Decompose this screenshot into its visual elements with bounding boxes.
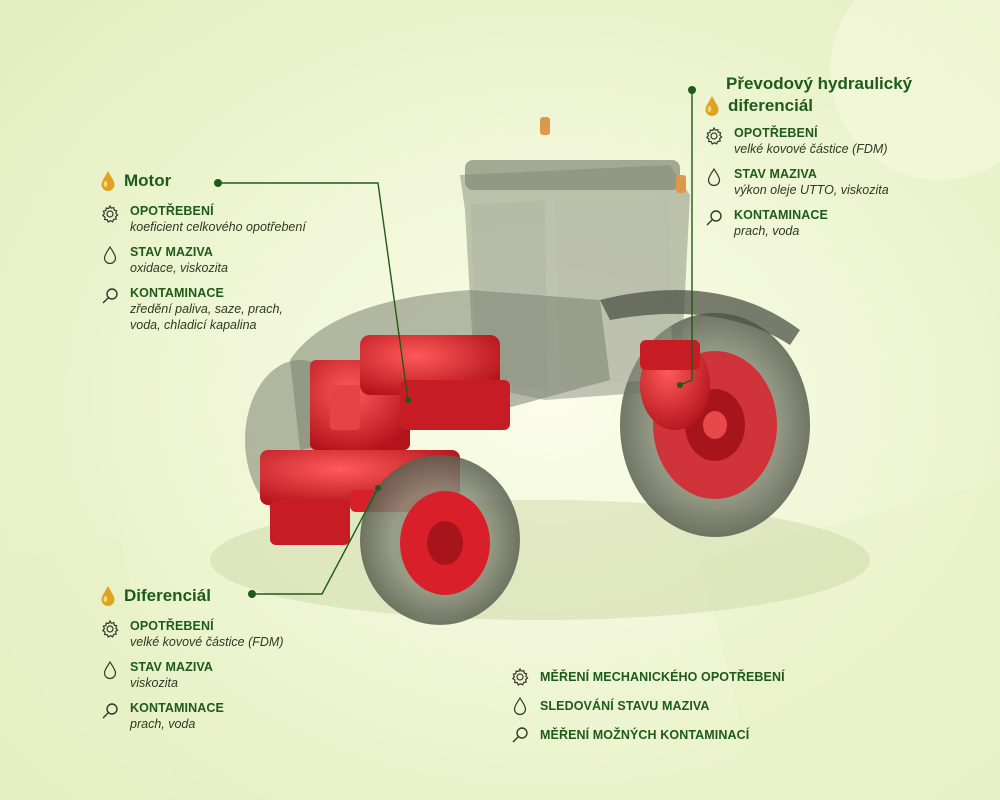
callout-item-contamination: KONTAMINACE zředění paliva, saze, prach,…: [100, 285, 310, 333]
engine-block: [310, 335, 510, 450]
leader-line-motor: [218, 182, 409, 401]
callout-item-wear: OPOTŘEBENÍ velké kovové částice (FDM): [704, 125, 954, 157]
callout-item-contamination: KONTAMINACE prach, voda: [704, 207, 954, 239]
leader-dot-motor: [214, 179, 222, 187]
legend-item-contamination: MĚŘENÍ MOŽNÝCH KONTAMINACÍ: [510, 724, 830, 745]
drop-icon: [510, 696, 530, 716]
drop-icon: [704, 167, 724, 187]
oil-drop-icon: [100, 585, 116, 607]
callout-title: Diferenciál: [124, 586, 211, 605]
magnifier-icon: [100, 701, 120, 721]
oil-drop-icon: [100, 170, 116, 192]
magnifier-icon: [510, 725, 530, 745]
oil-drop-icon: [704, 95, 720, 117]
leader-line-transmission: [679, 90, 693, 386]
leader-dot-differential: [248, 590, 256, 598]
drop-icon: [100, 660, 120, 680]
gear-icon: [510, 667, 530, 687]
callout-item-lubricant: STAV MAZIVA oxidace, viskozita: [100, 244, 310, 276]
rear-differential: [640, 340, 710, 430]
callout-item-contamination: KONTAMINACE prach, voda: [100, 700, 320, 732]
leader-lines: [218, 90, 693, 595]
legend-item-lubricant: SLEDOVÁNÍ STAVU MAZIVA: [510, 695, 830, 716]
magnifier-icon: [100, 286, 120, 306]
callout-transmission: Převodový hydraulický diferenciál OPOTŘE…: [704, 74, 954, 239]
callout-item-wear: OPOTŘEBENÍ koeficient celkového opotřebe…: [100, 203, 310, 235]
callout-differential: Diferenciál OPOTŘEBENÍ velké kovové část…: [100, 585, 320, 732]
callout-title: Motor: [124, 171, 172, 190]
gear-icon: [100, 619, 120, 639]
gear-icon: [704, 126, 724, 146]
callout-item-lubricant: STAV MAZIVA viskozita: [100, 659, 320, 691]
magnifier-icon: [704, 208, 724, 228]
front-wheel: [360, 455, 520, 625]
callout-item-wear: OPOTŘEBENÍ velké kovové částice (FDM): [100, 618, 320, 650]
leader-dot-transmission: [688, 86, 696, 94]
drop-icon: [100, 245, 120, 265]
legend-item-wear: MĚŘENÍ MECHANICKÉHO OPOTŘEBENÍ: [510, 666, 830, 687]
callout-item-lubricant: STAV MAZIVA výkon oleje UTTO, viskozita: [704, 166, 954, 198]
legend: MĚŘENÍ MECHANICKÉHO OPOTŘEBENÍ SLEDOVÁNÍ…: [510, 666, 830, 753]
gear-icon: [100, 204, 120, 224]
callout-title-line2: diferenciál: [728, 96, 814, 115]
callout-motor: Motor OPOTŘEBENÍ koeficient celkového op…: [100, 170, 310, 333]
leader-line-differential: [252, 487, 379, 595]
callout-title-line1: Převodový hydraulický: [726, 74, 913, 93]
